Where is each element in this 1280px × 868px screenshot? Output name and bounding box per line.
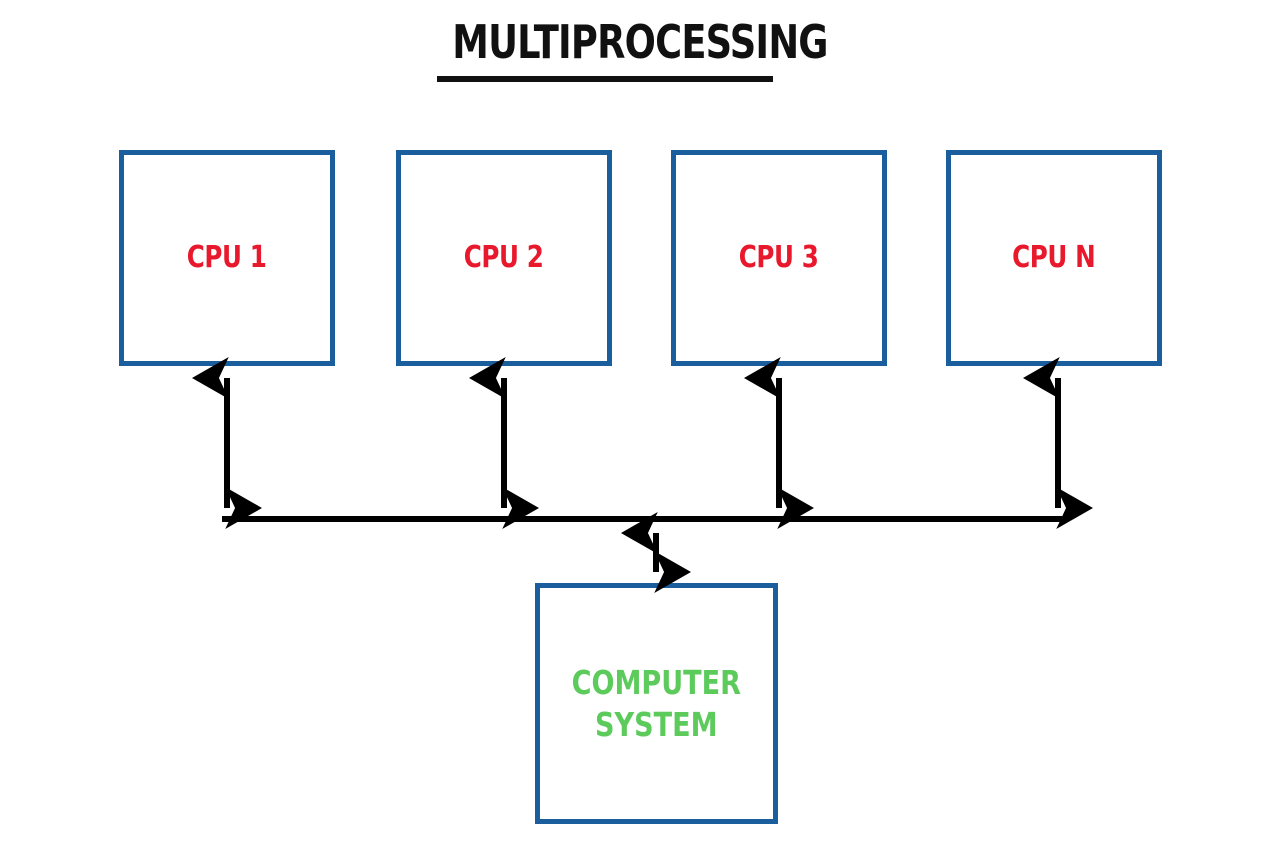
cpu-box-1-label: CPU 1 (187, 240, 267, 276)
cpu-box-3[interactable]: CPU 3 (671, 150, 887, 366)
cpu-box-3-label: CPU 3 (739, 240, 819, 276)
title-underline (437, 76, 773, 82)
cpu-box-1[interactable]: CPU 1 (119, 150, 335, 366)
cpu-box-n[interactable]: CPU N (946, 150, 1162, 366)
computer-system-box[interactable]: COMPUTER SYSTEM (535, 583, 778, 824)
page-title: MULTIPROCESSING (452, 15, 828, 69)
computer-system-label: COMPUTER SYSTEM (571, 663, 742, 744)
cpu-box-2-label: CPU 2 (464, 240, 544, 276)
cpu-box-2[interactable]: CPU 2 (396, 150, 612, 366)
cpu-box-n-label: CPU N (1012, 240, 1096, 276)
